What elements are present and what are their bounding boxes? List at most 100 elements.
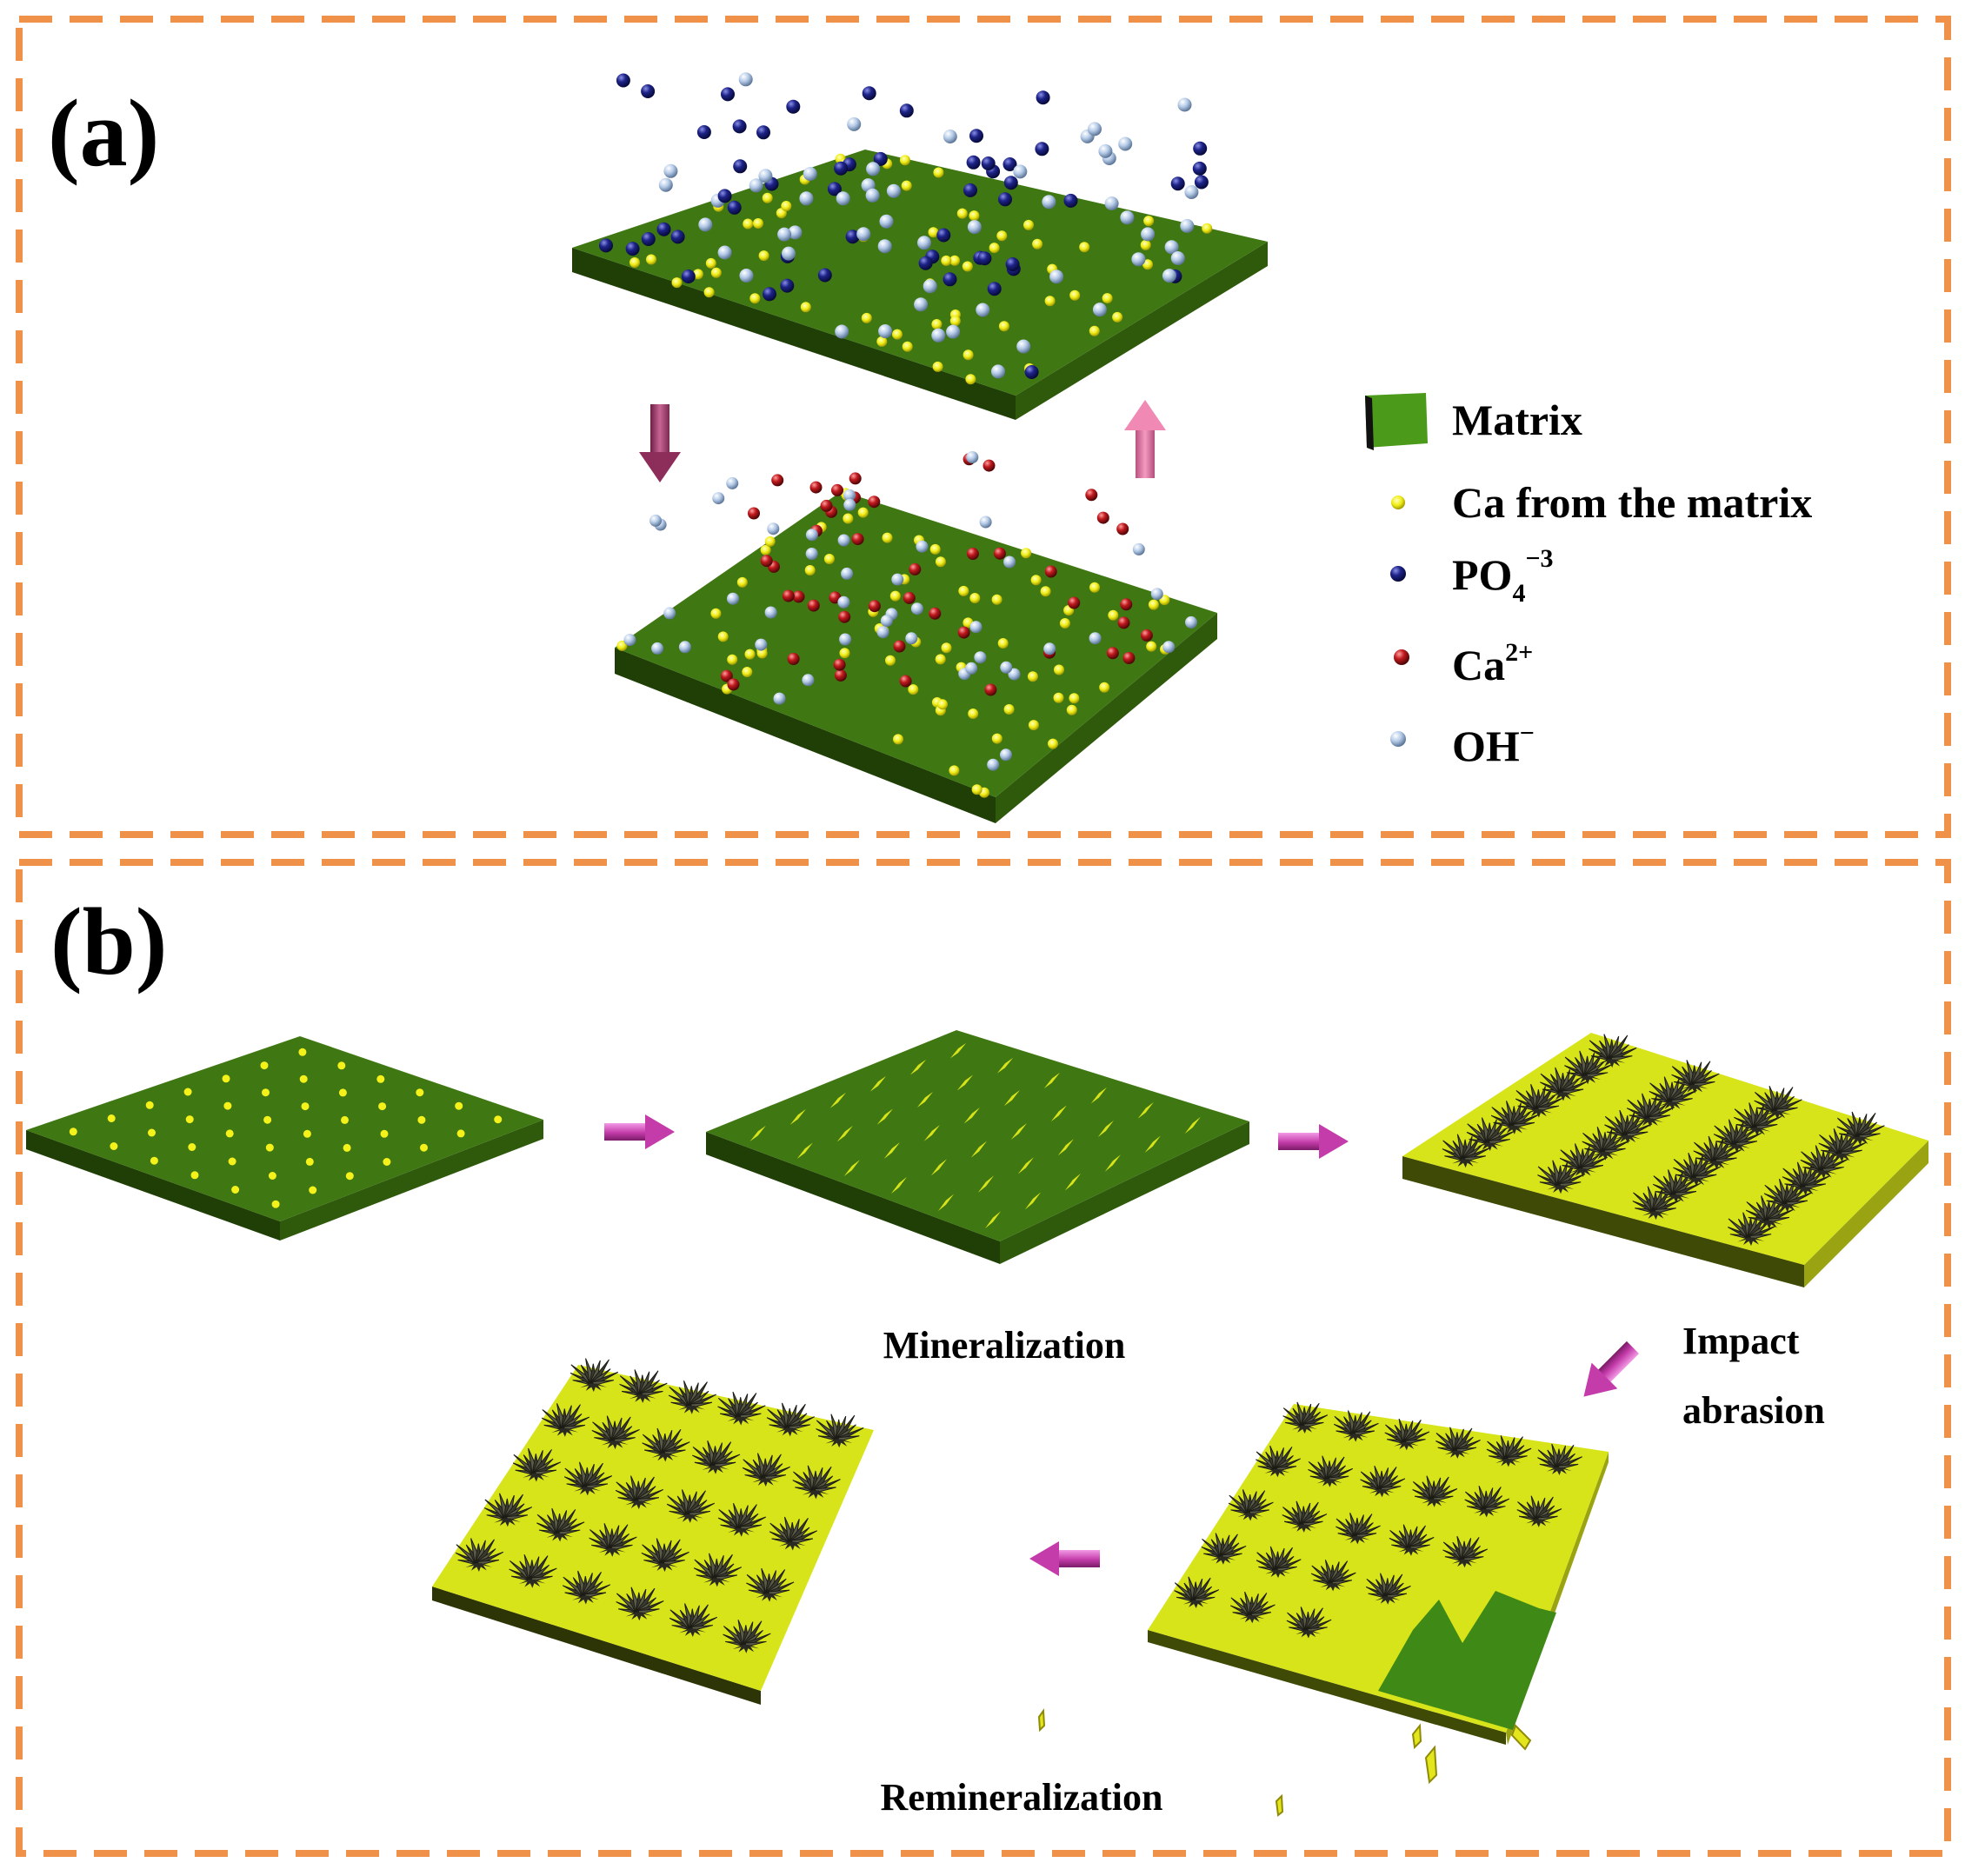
- ca-matrix-dot: [901, 180, 912, 191]
- ca-matrix-dot: [148, 1128, 156, 1137]
- ca-matrix-dot: [228, 1157, 236, 1166]
- oh-ion: [678, 641, 691, 654]
- slab-side: [1402, 1156, 1804, 1287]
- crystal-cluster: [1564, 1050, 1613, 1085]
- ca-matrix-dot: [965, 374, 976, 385]
- crystal-cluster: [666, 1489, 716, 1523]
- oh-ion: [931, 328, 946, 343]
- arrow-right-icon: [604, 1114, 675, 1149]
- legend-po4-dot: [1390, 566, 1406, 582]
- crystal-cluster: [717, 1502, 767, 1537]
- po4-ion: [977, 251, 992, 266]
- ca-matrix-dot: [268, 1172, 276, 1180]
- po4-ion: [998, 192, 1012, 207]
- slab-side: [572, 248, 1016, 420]
- ca-matrix-dot: [935, 556, 946, 568]
- ca-ion: [787, 653, 800, 665]
- crystal-cluster: [1229, 1591, 1276, 1624]
- abraded-slab: [1148, 1401, 1609, 1745]
- crystal-cluster: [509, 1554, 557, 1588]
- po4-ion: [733, 159, 748, 174]
- oh-ion: [1170, 251, 1185, 265]
- oh-ion: [1164, 240, 1179, 255]
- oh-ion: [739, 269, 754, 283]
- ca-matrix-dot: [1021, 548, 1032, 559]
- mineral-streak: [1024, 1192, 1042, 1210]
- matrix-slab-initial: [26, 1036, 543, 1241]
- crystal-cluster: [1435, 1427, 1481, 1459]
- legend: Matrix Ca from the matrix PO4−3 Ca2+ OH−: [1365, 393, 1812, 770]
- po4-ion: [966, 155, 981, 170]
- ca-matrix-dot: [902, 341, 913, 352]
- ca-matrix-dot: [1202, 223, 1213, 234]
- oh-ion: [987, 758, 1000, 771]
- arrow-down-left-icon: [1583, 1340, 1640, 1397]
- ca-matrix-dot: [710, 608, 722, 619]
- slab-side: [615, 648, 996, 823]
- mineral-streak: [789, 1108, 806, 1125]
- po4-ion: [1063, 193, 1078, 208]
- ca-matrix-dot: [756, 648, 768, 659]
- ca-matrix-dot: [843, 513, 854, 524]
- ca-ion: [838, 610, 851, 623]
- crystal-cluster: [589, 1523, 637, 1557]
- po4-ion: [641, 84, 656, 98]
- mineral-streak: [843, 1160, 860, 1177]
- exposed-matrix: [1378, 1591, 1556, 1730]
- mineral-streak: [1090, 1087, 1107, 1104]
- crystal-cluster: [1649, 1076, 1697, 1111]
- ca-ion: [851, 533, 864, 546]
- ca-matrix-dot: [1048, 738, 1058, 749]
- ca-ion: [899, 675, 912, 688]
- ca-ion: [868, 600, 881, 613]
- ca-matrix-dot: [749, 293, 761, 304]
- slab-top: [1148, 1404, 1609, 1733]
- ca-matrix-dot: [996, 230, 1008, 242]
- slab-side: [706, 1132, 1000, 1264]
- mineral-streak: [1003, 1089, 1020, 1107]
- oh-ion: [1131, 252, 1146, 267]
- ca-ion: [1120, 598, 1133, 611]
- legend-ca-label: Ca2+: [1452, 638, 1533, 689]
- oh-ion: [1098, 143, 1113, 158]
- ca-ion: [868, 496, 881, 509]
- ca-matrix-dot: [889, 590, 901, 602]
- ca-matrix-dot: [110, 1142, 118, 1150]
- crystal-cluster: [723, 1620, 771, 1653]
- po4-ion: [817, 268, 832, 283]
- oh-ion: [767, 522, 780, 536]
- arrow-right-icon: [1278, 1124, 1349, 1159]
- mineral-streak: [869, 1075, 886, 1092]
- ca-matrix-dot: [885, 655, 896, 666]
- ca-ion: [957, 626, 970, 639]
- oh-ion: [1120, 210, 1135, 225]
- oh-ion: [777, 227, 792, 242]
- crystal-cluster: [1671, 1060, 1720, 1094]
- ca-matrix-dot: [646, 254, 656, 265]
- ca-matrix-dot: [380, 1129, 389, 1138]
- crystal-cluster: [1310, 1560, 1356, 1592]
- legend-oh-label: OH−: [1452, 719, 1535, 770]
- oh-ion: [976, 303, 990, 317]
- ca-matrix-dot: [743, 218, 754, 230]
- ca-ion: [909, 562, 922, 575]
- ca-matrix-dot: [857, 507, 869, 518]
- po4-ion: [943, 272, 957, 287]
- ca-matrix-dot: [893, 734, 903, 745]
- ca-matrix-dot: [343, 1143, 351, 1152]
- ca-ion: [1096, 511, 1109, 524]
- ca-matrix-dot: [222, 1074, 230, 1083]
- legend-matrix-label: Matrix: [1452, 396, 1582, 444]
- ca-matrix-dot: [185, 1115, 194, 1124]
- panel-a-label: (a): [48, 80, 159, 186]
- mineral-streak: [796, 1142, 813, 1159]
- mineral-streak: [1137, 1101, 1154, 1119]
- oh-ion: [1092, 303, 1107, 317]
- ca-matrix-dot: [949, 765, 960, 776]
- oh-ion: [758, 169, 773, 183]
- po4-ion: [717, 189, 732, 203]
- ca-matrix-dot: [949, 255, 960, 266]
- po4-ion: [670, 230, 685, 244]
- ca-ion: [1122, 652, 1136, 664]
